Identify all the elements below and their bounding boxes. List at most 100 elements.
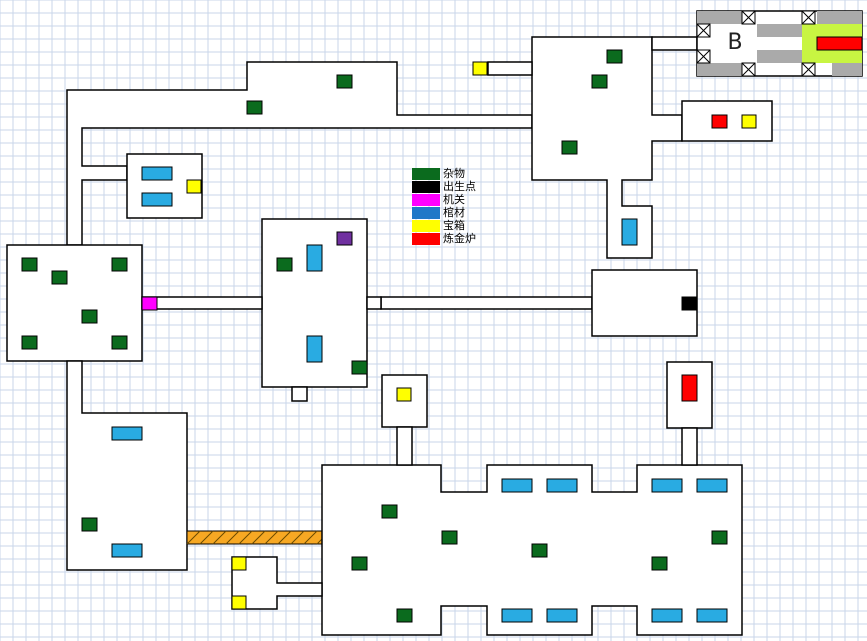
boss-wall	[817, 11, 862, 24]
chest-swatch-icon	[412, 219, 440, 232]
junk-icon	[396, 608, 413, 623]
coffin-icon	[651, 478, 683, 493]
junk-icon	[21, 257, 38, 272]
legend-item-trap: 机关	[412, 193, 476, 206]
purple-item-icon	[336, 231, 353, 246]
boss-wall	[757, 24, 802, 37]
trap-icon	[141, 296, 158, 311]
junk-icon	[276, 257, 293, 272]
chest-icon	[231, 556, 247, 571]
room-chest-southwest	[231, 556, 323, 610]
chest-icon	[186, 179, 202, 194]
junk-icon	[81, 517, 98, 532]
coffin-icon	[141, 192, 173, 207]
legend-label-trap: 机关	[443, 193, 465, 206]
crate-icon	[696, 23, 711, 38]
legend-label-spawn: 出生点	[443, 180, 476, 193]
legend-label-chest: 宝箱	[443, 219, 465, 232]
junk-icon	[381, 504, 398, 519]
legend-item-spawn: 出生点	[412, 180, 476, 193]
bridge-hatch	[238, 530, 253, 545]
crate-icon	[696, 49, 711, 64]
chest-icon	[741, 114, 757, 129]
boss-wall	[697, 63, 742, 76]
corridor-chest-alcove	[396, 426, 413, 466]
crate-icon	[801, 10, 816, 25]
furnace-swatch-icon	[412, 232, 440, 245]
legend-item-furnace: 炼金炉	[412, 232, 476, 245]
coffin-swatch-icon	[412, 206, 440, 219]
junk-icon	[51, 270, 68, 285]
crate-icon	[741, 10, 756, 25]
legend-item-junk: 杂物	[412, 167, 476, 180]
coffin-icon	[651, 608, 683, 623]
legend-item-coffin: 棺材	[412, 206, 476, 219]
coffin-icon	[696, 478, 728, 493]
legend-item-chest: 宝箱	[412, 219, 476, 232]
bridge-hatch	[303, 530, 318, 545]
room-spawn	[591, 269, 698, 337]
bridge-hatch	[212, 530, 227, 545]
bridge-hatch	[199, 530, 214, 545]
bridge-hatch	[264, 530, 279, 545]
junk-icon	[351, 556, 368, 571]
boss-room-label: B	[727, 30, 743, 55]
junk-swatch-icon	[412, 167, 440, 180]
bridge-hatch	[251, 530, 266, 545]
bridge-hatch	[186, 530, 201, 545]
coffin-icon	[141, 166, 173, 181]
furnace-icon	[711, 114, 728, 129]
junk-icon	[606, 49, 623, 64]
junk-icon	[246, 100, 263, 115]
junk-icon	[441, 530, 458, 545]
spawn-icon	[681, 296, 698, 311]
room-northeast	[531, 36, 683, 259]
corridor-central-east	[380, 296, 593, 310]
coffin-icon	[306, 244, 323, 272]
chest-icon	[231, 595, 247, 610]
bridge-hatch	[290, 530, 305, 545]
junk-icon	[21, 335, 38, 350]
boss-furnace	[816, 36, 863, 51]
coffin-icon	[501, 478, 533, 493]
boss-wall	[832, 63, 862, 76]
trap-swatch-icon	[412, 193, 440, 206]
junk-icon	[351, 360, 368, 375]
chest-icon	[396, 387, 412, 402]
north-corridor	[66, 61, 533, 246]
coffin-icon	[111, 543, 143, 558]
legend-label-junk: 杂物	[443, 167, 465, 180]
corridor-chest-north	[487, 61, 533, 76]
coffin-icon	[546, 478, 578, 493]
junk-icon	[651, 556, 668, 571]
junk-icon	[531, 543, 548, 558]
coffin-icon	[621, 218, 638, 246]
junk-icon	[561, 140, 578, 155]
junk-icon	[711, 530, 728, 545]
boss-wall	[697, 11, 742, 24]
junk-icon	[111, 335, 128, 350]
legend-label-furnace: 炼金炉	[443, 232, 476, 245]
crate-icon	[741, 62, 756, 77]
corridor-furnace-alcove	[681, 427, 698, 466]
furnace-icon	[681, 374, 698, 402]
coffin-icon	[501, 608, 533, 623]
corridor-boss	[651, 36, 698, 51]
junk-icon	[336, 74, 353, 89]
junk-icon	[591, 74, 608, 89]
boss-wall	[757, 50, 802, 63]
crate-icon	[801, 62, 816, 77]
coffin-icon	[546, 608, 578, 623]
corridor-west-central	[141, 296, 263, 310]
coffin-icon	[111, 426, 143, 441]
coffin-icon	[306, 335, 323, 363]
stub-central	[291, 386, 308, 402]
junk-icon	[81, 309, 98, 324]
bridge-hatch	[277, 530, 292, 545]
bridge-hatch	[225, 530, 240, 545]
coffin-icon	[696, 608, 728, 623]
chest-icon	[472, 61, 488, 76]
corridor-joint	[366, 296, 382, 310]
